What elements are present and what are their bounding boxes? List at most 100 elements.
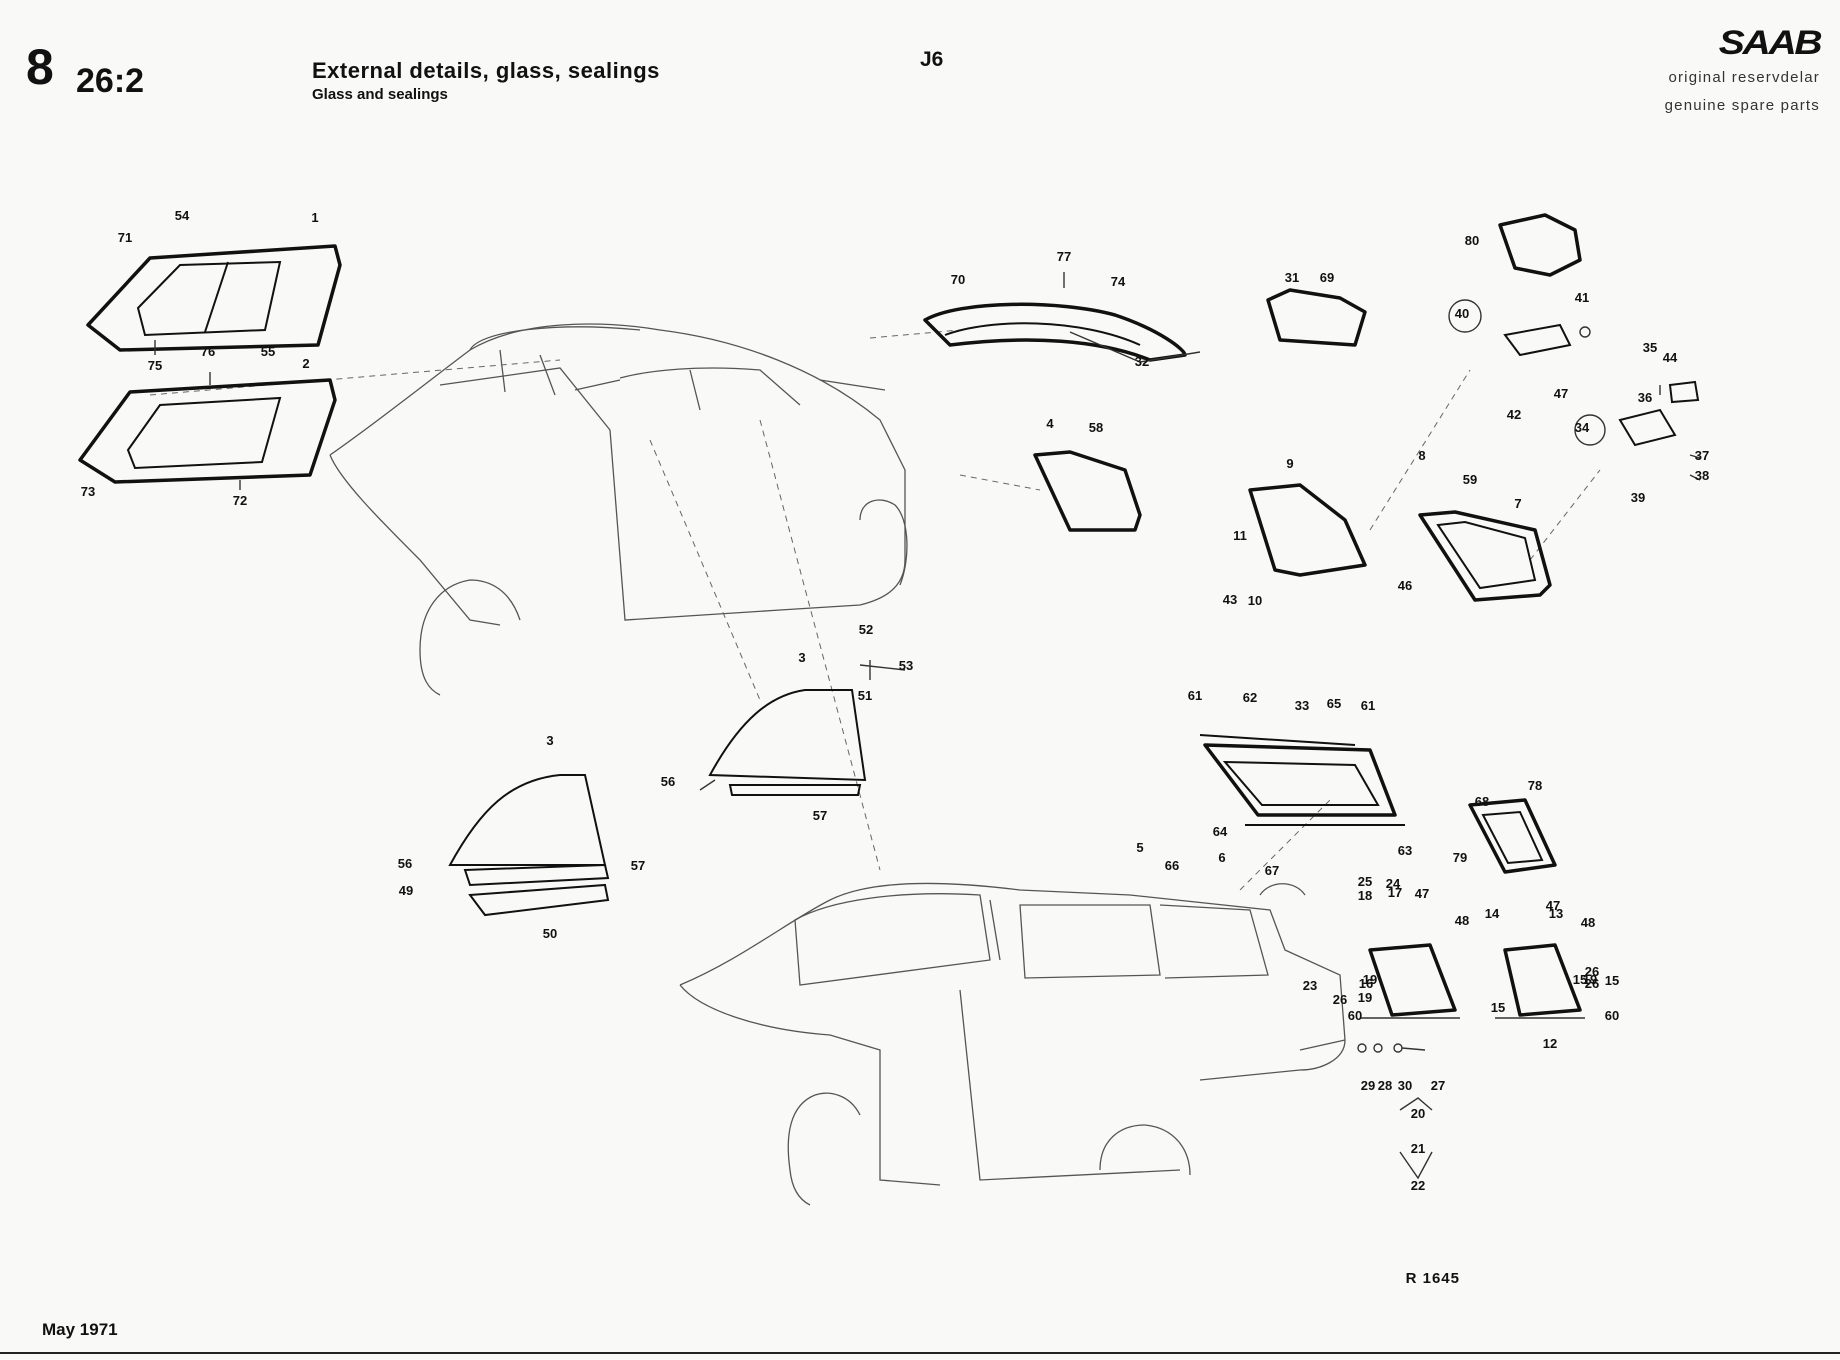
callout-60: 60 xyxy=(1605,1008,1619,1023)
callout-64: 64 xyxy=(1213,824,1228,839)
callout-19: 19 xyxy=(1358,990,1372,1005)
callout-74: 74 xyxy=(1111,274,1126,289)
callout-72: 72 xyxy=(233,493,247,508)
callout-17: 17 xyxy=(1388,885,1402,900)
callout-28: 28 xyxy=(1378,1078,1392,1093)
callout-73: 73 xyxy=(81,484,95,499)
callout-62: 62 xyxy=(1243,690,1257,705)
page-subtitle: Glass and sealings xyxy=(312,86,448,103)
callout-1: 1 xyxy=(311,210,318,225)
callout-24: 24 xyxy=(1386,876,1401,891)
bottom-rule xyxy=(0,1352,1840,1354)
callout-7: 7 xyxy=(1514,496,1521,511)
rear-side-window xyxy=(1033,450,1142,532)
callout-63: 63 xyxy=(1398,843,1412,858)
callout-20: 20 xyxy=(1411,1106,1425,1121)
leader-lines xyxy=(149,329,1601,891)
callout-42: 42 xyxy=(1507,407,1521,422)
callout-75: 75 xyxy=(148,358,162,373)
callout-61: 61 xyxy=(1188,688,1202,703)
callout-12: 12 xyxy=(1543,1036,1557,1051)
callout-23: 23 xyxy=(1303,978,1317,993)
callout-71: 71 xyxy=(118,230,132,245)
callout-5: 5 xyxy=(1136,840,1143,855)
callout-18: 18 xyxy=(1358,888,1372,903)
callout-56: 56 xyxy=(661,774,675,789)
rear-window xyxy=(923,272,1201,363)
latch-mechanism xyxy=(1448,213,1701,481)
door-window-7 xyxy=(1418,510,1552,602)
callout-11: 11 xyxy=(1233,528,1247,543)
quarter-light-glass xyxy=(1266,288,1367,347)
callout-33: 33 xyxy=(1295,698,1309,713)
callout-6: 6 xyxy=(1218,850,1225,865)
section-number: 8 xyxy=(26,39,54,95)
callout-3: 3 xyxy=(798,650,805,665)
front-door-glass-upper xyxy=(699,660,906,796)
callout-15: 15 xyxy=(1491,1000,1505,1015)
callout-16: 16 xyxy=(1359,976,1373,991)
callout-39: 39 xyxy=(1631,490,1645,505)
callout-21: 21 xyxy=(1411,1141,1425,1156)
callout-47: 47 xyxy=(1554,386,1568,401)
callout-52: 52 xyxy=(859,622,873,637)
callout-50: 50 xyxy=(543,926,557,941)
callout-66: 66 xyxy=(1165,858,1179,873)
callout-41: 41 xyxy=(1575,290,1589,305)
callout-19: 19 xyxy=(1363,972,1377,987)
callout-29: 29 xyxy=(1361,1078,1375,1093)
callout-26: 26 xyxy=(1585,964,1599,979)
saloon-car-outline xyxy=(329,323,908,696)
callout-43: 43 xyxy=(1223,592,1237,607)
callout-27: 27 xyxy=(1431,1078,1445,1093)
callout-76: 76 xyxy=(201,344,215,359)
callout-65: 65 xyxy=(1327,696,1341,711)
callout-25: 25 xyxy=(1358,874,1372,889)
callout-56: 56 xyxy=(398,856,412,871)
callout-38: 38 xyxy=(1695,468,1709,483)
callout-44: 44 xyxy=(1663,350,1678,365)
callout-57: 57 xyxy=(813,808,827,823)
callout-37: 37 xyxy=(1695,448,1709,463)
page-title: External details, glass, sealings xyxy=(312,58,660,83)
callout-55: 55 xyxy=(261,344,275,359)
hardware-parts xyxy=(1357,1043,1433,1180)
callout-49: 49 xyxy=(399,883,413,898)
callout-47: 47 xyxy=(1546,898,1560,913)
callout-80: 80 xyxy=(1465,233,1479,248)
brand-line-2: genuine spare parts xyxy=(1664,97,1820,115)
tailgate-glass xyxy=(1199,734,1405,826)
callout-51: 51 xyxy=(858,688,872,703)
callout-70: 70 xyxy=(951,272,965,287)
callout-8: 8 xyxy=(1418,448,1425,463)
publication-date: May 1971 xyxy=(42,1320,118,1339)
saab-logo: SAAB xyxy=(1718,24,1822,62)
callout-68: 68 xyxy=(1475,794,1489,809)
callout-22: 22 xyxy=(1411,1178,1425,1193)
windscreen-assembly xyxy=(78,244,342,490)
callout-31: 31 xyxy=(1285,270,1299,285)
callout-61: 61 xyxy=(1361,698,1375,713)
callout-57: 57 xyxy=(631,858,645,873)
callout-14: 14 xyxy=(1485,906,1500,921)
estate-rear-side-window xyxy=(1468,798,1557,874)
section-subnumber: 26:2 xyxy=(76,62,145,100)
callout-77: 77 xyxy=(1057,249,1071,264)
vent-window-9 xyxy=(1248,483,1367,577)
callout-15: 15 xyxy=(1605,973,1619,988)
callout-79: 79 xyxy=(1453,850,1467,865)
sliding-window-pair xyxy=(1360,943,1585,1019)
callout-46: 46 xyxy=(1398,578,1412,593)
callout-26: 26 xyxy=(1585,976,1599,991)
callout-4: 4 xyxy=(1046,416,1054,431)
callout-40: 40 xyxy=(1455,306,1469,321)
callout-32: 32 xyxy=(1135,354,1149,369)
callout-34: 34 xyxy=(1575,420,1590,435)
callout-60: 60 xyxy=(1348,1008,1362,1023)
callout-26: 26 xyxy=(1333,992,1347,1007)
callout-35: 35 xyxy=(1643,340,1657,355)
callout-67: 67 xyxy=(1265,863,1279,878)
callout-15: 15 xyxy=(1573,972,1587,987)
